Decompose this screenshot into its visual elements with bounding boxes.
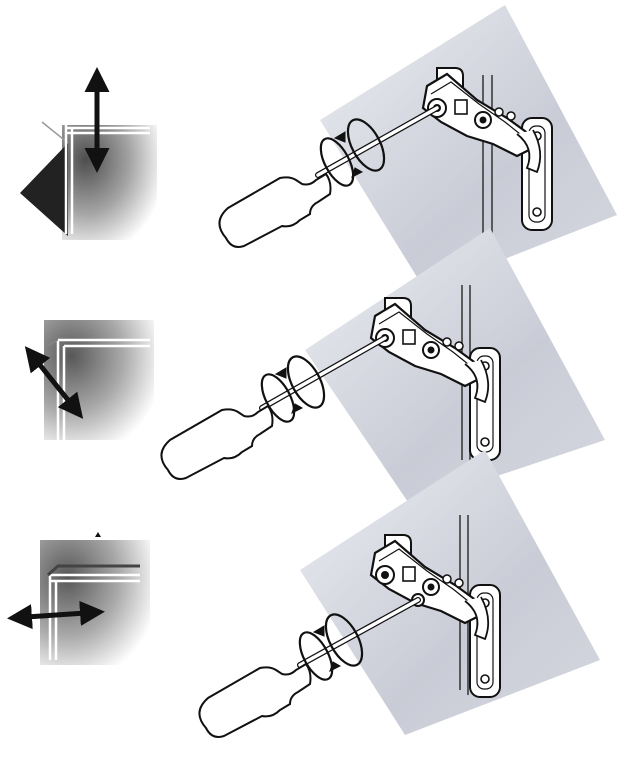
corner-shade-icon bbox=[40, 540, 150, 665]
step-lateral bbox=[7, 450, 600, 738]
step-vertical bbox=[20, 5, 617, 290]
rotation-arrow-icon bbox=[319, 118, 386, 187]
screwdriver-icon bbox=[198, 597, 421, 738]
screwdriver-icon bbox=[160, 335, 388, 480]
double-arrow-icon bbox=[24, 346, 84, 419]
rotation-arrow-icon bbox=[298, 613, 364, 681]
corner-shade-icon bbox=[44, 320, 154, 440]
marker-icon bbox=[95, 532, 101, 537]
screwdriver-icon bbox=[218, 105, 440, 248]
corner-shade-icon bbox=[20, 121, 157, 240]
step-depth bbox=[24, 228, 605, 505]
rotation-arrow-icon bbox=[260, 355, 326, 423]
double-arrow-icon bbox=[7, 600, 105, 630]
